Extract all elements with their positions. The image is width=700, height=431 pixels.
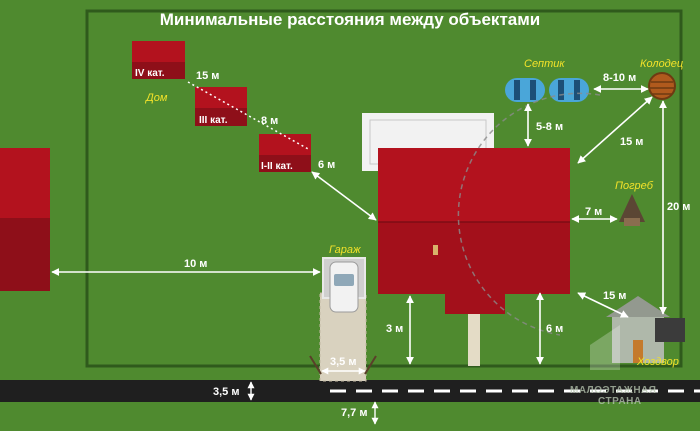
house-cat-1-2-label: I-II кат.	[261, 161, 293, 172]
yard-label: Хоздвор	[637, 356, 679, 368]
distance-cat3-cat12: 8 м	[261, 115, 279, 127]
distance-septic-house: 5-8 м	[536, 121, 564, 133]
plot-boundary	[85, 9, 683, 368]
house-cat-4-label: IV кат.	[135, 68, 165, 79]
distance-driveway-width: 3,5 м	[330, 356, 357, 368]
septic-tank-icon	[505, 78, 589, 102]
well-label: Колодец	[640, 58, 684, 70]
distance-cat12-house: 6 м	[318, 159, 336, 171]
chimney-icon	[433, 245, 438, 255]
footpath	[468, 314, 480, 366]
cellar-label: Погреб	[615, 180, 653, 192]
distance-cellar-house: 7 м	[585, 206, 603, 218]
house-cat-3-label: III кат.	[199, 115, 228, 126]
page-title: Минимальные расстояния между объектами	[159, 10, 541, 29]
distance-well-yard: 20 м	[667, 201, 691, 213]
watermark-line-1: МАЛОЭТАЖНАЯ	[570, 385, 657, 396]
road	[0, 380, 700, 402]
distance-road-left: 3,5 м	[213, 386, 240, 398]
distance-well-house: 15 м	[620, 136, 644, 148]
distance-corner-fence: 6 м	[546, 323, 564, 335]
distance-cat4-cat3: 15 м	[196, 70, 220, 82]
garage-label: Гараж	[329, 244, 361, 256]
septic-label: Септик	[524, 58, 565, 70]
distance-house-fence: 3 м	[386, 323, 404, 335]
distance-yard-house: 15 м	[603, 290, 627, 302]
distance-road-right: 7,7 м	[341, 407, 368, 419]
well-icon	[648, 72, 676, 100]
cellar-icon	[619, 194, 645, 226]
watermark-logo	[590, 325, 620, 370]
distance-septic-well: 8-10 м	[603, 72, 637, 84]
house-label: Дом	[146, 92, 168, 104]
watermark-line-2: СТРАНА	[598, 396, 642, 407]
car-icon	[329, 261, 359, 313]
distance-neighbor-garage: 10 м	[184, 258, 208, 270]
watermark: МАЛОЭТАЖНАЯ СТРАНА	[570, 385, 656, 407]
